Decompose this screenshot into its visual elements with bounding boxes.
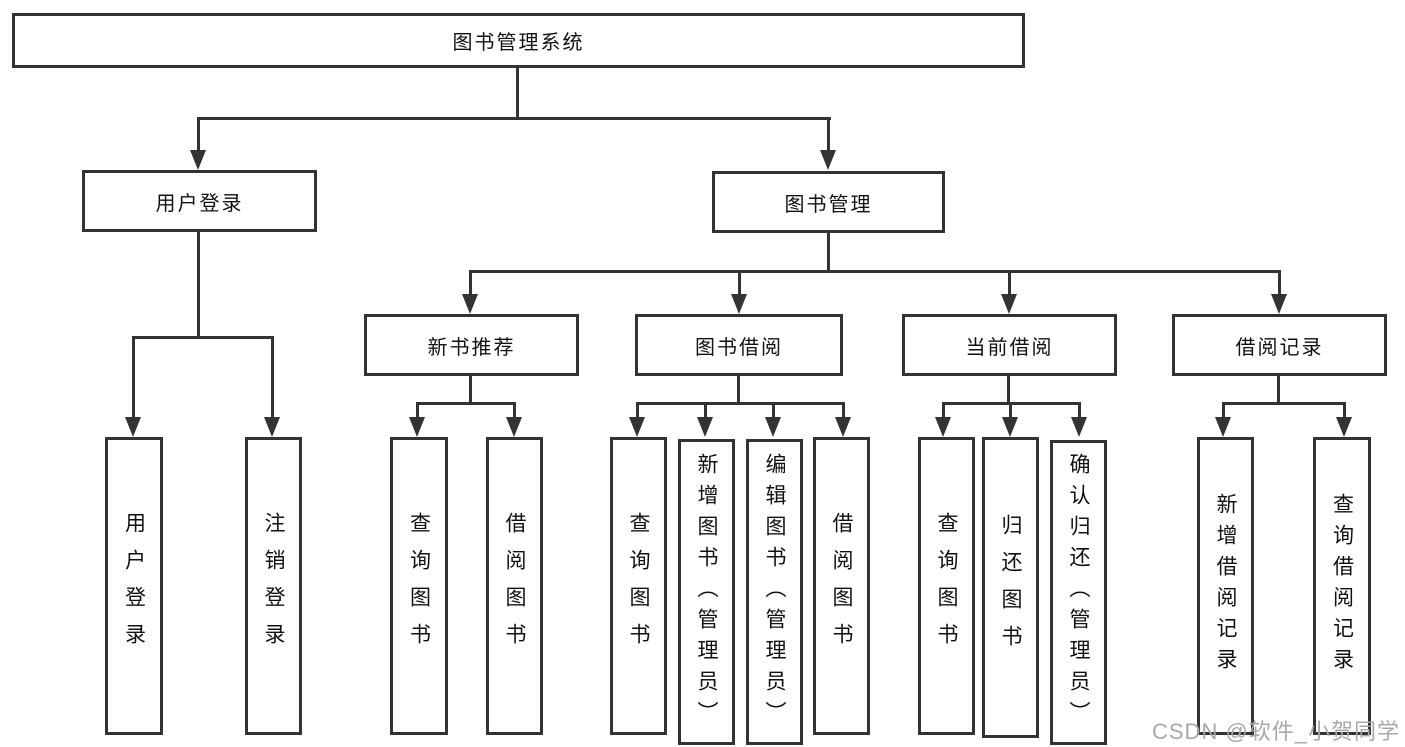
leaf-bb-query-books-label: 查询图书 <box>627 512 650 660</box>
leaf-logout-label: 注销登录 <box>262 512 285 660</box>
node-current-borrow-label: 当前借阅 <box>965 336 1054 359</box>
leaf-br-add-record-label: 新增借阅记录 <box>1214 493 1237 679</box>
arrowhead-cb-return-icon <box>1002 417 1018 437</box>
connector-new-book-rail <box>416 402 516 405</box>
arrowhead-br-add-icon <box>1215 417 1231 437</box>
arrowhead-new-book-icon <box>462 294 478 314</box>
connector-to-cb-confirm <box>1078 402 1081 419</box>
leaf-br-query-record-label: 查询借阅记录 <box>1330 493 1354 679</box>
connector-borrow-record-rail <box>1222 402 1346 405</box>
node-borrow-record: 借阅记录 <box>1172 314 1387 376</box>
arrowhead-bb-borrow-icon <box>835 417 851 437</box>
connector-to-nb-query <box>416 402 419 419</box>
connector-new-book-stem <box>469 376 472 405</box>
arrowhead-bb-add-icon <box>697 417 713 437</box>
connector-to-current-borrow <box>1008 270 1011 296</box>
connector-book-borrow-rail <box>636 402 845 405</box>
leaf-user-login: 用户登录 <box>105 437 163 735</box>
connector-book-borrow-stem <box>737 376 740 405</box>
connector-to-br-query <box>1343 402 1346 419</box>
connector-user-login-stem <box>197 232 200 337</box>
connector-to-book-borrow <box>738 270 741 296</box>
leaf-br-add-record: 新增借阅记录 <box>1197 437 1254 735</box>
connector-to-bb-query <box>636 402 639 419</box>
arrowhead-borrow-record-icon <box>1271 294 1287 314</box>
leaf-bb-add-books-admin: 新增图书（管理员） <box>678 439 735 745</box>
leaf-cb-confirm-return-admin: 确认归还（管理员） <box>1050 440 1107 745</box>
node-borrow-record-label: 借阅记录 <box>1235 336 1324 359</box>
leaf-nb-query-books-label: 查询图书 <box>407 512 431 660</box>
node-book-borrow: 图书借阅 <box>635 314 843 376</box>
leaf-cb-query-books: 查询图书 <box>918 437 975 735</box>
arrowhead-br-query-icon <box>1336 417 1352 437</box>
leaf-bb-edit-books-admin: 编辑图书（管理员） <box>746 439 803 745</box>
leaf-nb-query-books: 查询图书 <box>390 437 448 735</box>
connector-book-mgmt-rail <box>469 270 1281 273</box>
connector-to-cb-query <box>942 402 945 419</box>
connector-root-stem <box>516 68 519 118</box>
leaf-nb-borrow-books: 借阅图书 <box>486 437 543 735</box>
node-book-mgmt: 图书管理 <box>712 171 945 233</box>
arrowhead-user-login-icon <box>190 150 206 170</box>
connector-to-borrow-record <box>1278 270 1281 296</box>
arrowhead-nb-borrow-icon <box>506 417 522 437</box>
arrowhead-leaf-user-login-icon <box>125 417 141 437</box>
leaf-nb-borrow-books-label: 借阅图书 <box>503 512 526 660</box>
leaf-cb-return-books-label: 归还图书 <box>999 513 1022 662</box>
arrowhead-book-mgmt-icon <box>820 150 836 170</box>
leaf-bb-borrow-books-label: 借阅图书 <box>830 512 853 660</box>
connector-to-cb-return <box>1009 402 1012 419</box>
connector-to-new-book <box>469 270 472 296</box>
node-book-borrow-label: 图书借阅 <box>695 336 783 359</box>
csdn-watermark: CSDN @软件_小贺同学 <box>1152 719 1401 744</box>
leaf-bb-edit-books-admin-label: 编辑图书（管理员） <box>763 452 786 732</box>
arrowhead-cb-confirm-icon <box>1071 417 1087 437</box>
node-root: 图书管理系统 <box>12 13 1025 68</box>
leaf-bb-borrow-books: 借阅图书 <box>813 437 870 735</box>
connector-to-bb-edit <box>772 402 775 419</box>
arrowhead-bb-edit-icon <box>765 417 781 437</box>
leaf-bb-add-books-admin-label: 新增图书（管理员） <box>695 452 718 732</box>
connector-borrow-record-stem <box>1277 376 1280 405</box>
node-root-label: 图书管理系统 <box>452 32 585 54</box>
leaf-user-login-label: 用户登录 <box>122 512 146 660</box>
arrowhead-book-borrow-icon <box>731 294 747 314</box>
arrowhead-cb-query-icon <box>935 417 951 437</box>
connector-to-book-mgmt <box>827 117 830 153</box>
connector-to-user-login <box>197 117 200 153</box>
node-current-borrow: 当前借阅 <box>902 314 1117 376</box>
arrowhead-nb-query-icon <box>409 417 425 437</box>
connector-user-login-rail <box>132 336 274 339</box>
node-book-mgmt-label: 图书管理 <box>784 193 873 216</box>
connector-to-bb-borrow <box>842 402 845 419</box>
connector-to-leaf-user-login <box>132 336 135 418</box>
leaf-cb-confirm-return-admin-label: 确认归还（管理员） <box>1067 453 1090 732</box>
node-user-login: 用户登录 <box>82 170 317 232</box>
leaf-logout: 注销登录 <box>245 437 302 735</box>
node-user-login-label: 用户登录 <box>155 192 244 215</box>
leaf-cb-return-books: 归还图书 <box>982 437 1039 738</box>
connector-root-rail <box>198 117 831 120</box>
connector-to-leaf-logout <box>271 336 274 418</box>
leaf-br-query-record: 查询借阅记录 <box>1313 437 1371 735</box>
arrowhead-leaf-logout-icon <box>264 417 280 437</box>
connector-to-br-add <box>1222 402 1225 419</box>
arrowhead-current-borrow-icon <box>1001 294 1017 314</box>
leaf-cb-query-books-label: 查询图书 <box>935 512 958 660</box>
node-new-book-label: 新书推荐 <box>427 336 516 359</box>
connector-book-mgmt-stem <box>827 233 830 272</box>
leaf-bb-query-books: 查询图书 <box>610 437 667 735</box>
connector-to-bb-add <box>704 402 707 419</box>
connector-current-borrow-stem <box>1007 376 1010 405</box>
connector-to-nb-borrow <box>513 402 516 419</box>
arrowhead-bb-query-icon <box>629 417 645 437</box>
node-new-book: 新书推荐 <box>364 314 579 376</box>
